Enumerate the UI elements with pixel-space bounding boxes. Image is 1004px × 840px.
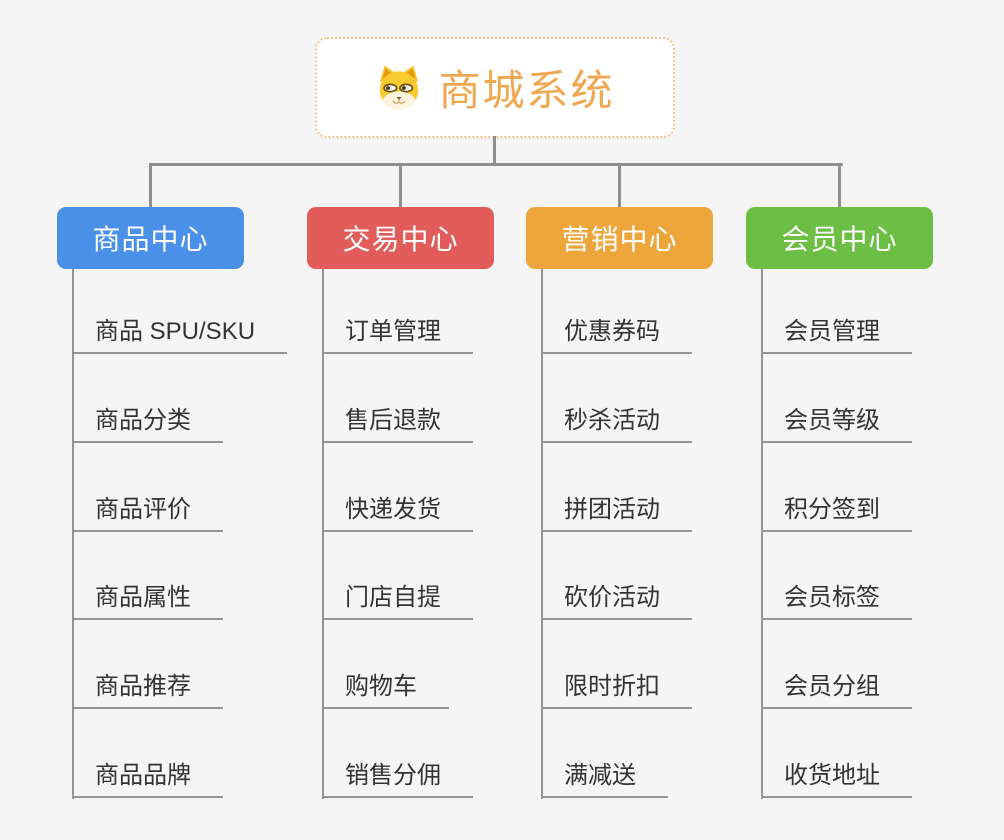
sub-topic-item[interactable]: 限时折扣 <box>541 673 692 709</box>
branch-product-center: 商品中心 商品 SPU/SKU 商品分类 商品评价 商品属性 商品推荐 商品品牌 <box>57 0 288 840</box>
sub-topic-item[interactable]: 商品品牌 <box>72 762 223 798</box>
sub-topic-item[interactable]: 拼团活动 <box>541 496 692 532</box>
sub-topic-item[interactable]: 商品评价 <box>72 496 223 532</box>
connector-branch-trunk <box>761 269 763 799</box>
sub-topic-item[interactable]: 会员等级 <box>761 407 912 443</box>
connector-branch-drop <box>399 163 402 208</box>
connector-branch-trunk <box>72 269 74 799</box>
sub-topic-item[interactable]: 秒杀活动 <box>541 407 692 443</box>
branch-topic-member[interactable]: 会员中心 <box>746 207 933 269</box>
doge-face-icon <box>375 64 423 112</box>
sub-topic-item[interactable]: 商品推荐 <box>72 673 223 709</box>
branch-trade-center: 交易中心 订单管理 售后退款 快递发货 门店自提 购物车 销售分佣 <box>307 0 537 840</box>
connector-branch-trunk <box>541 269 543 799</box>
sub-topic-item[interactable]: 销售分佣 <box>322 762 473 798</box>
root-topic[interactable]: 商城系统 <box>315 37 675 138</box>
sub-topic-item[interactable]: 会员标签 <box>761 584 912 620</box>
branch-topic-product[interactable]: 商品中心 <box>57 207 244 269</box>
connector-branch-drop <box>838 163 841 208</box>
sub-topic-item[interactable]: 售后退款 <box>322 407 473 443</box>
connector-root-drop <box>493 136 496 164</box>
sub-topic-item[interactable]: 商品 SPU/SKU <box>72 318 288 354</box>
sub-topic-item[interactable]: 商品分类 <box>72 407 223 443</box>
root-topic-title: 商城系统 <box>438 67 615 114</box>
sub-topic-item[interactable]: 购物车 <box>322 673 449 709</box>
branch-member-center: 会员中心 会员管理 会员等级 积分签到 会员标签 会员分组 收货地址 <box>746 0 976 840</box>
sub-topic-item[interactable]: 会员管理 <box>761 318 912 354</box>
sub-topic-item[interactable]: 订单管理 <box>322 318 473 354</box>
sub-topic-item[interactable]: 满减送 <box>541 762 668 798</box>
branch-topic-trade[interactable]: 交易中心 <box>307 207 494 269</box>
connector-branch-trunk <box>322 269 324 799</box>
connector-branch-drop <box>618 163 621 208</box>
connector-branch-drop <box>149 163 152 208</box>
sub-topic-item[interactable]: 收货地址 <box>761 762 912 798</box>
sub-topic-item[interactable]: 快递发货 <box>322 496 473 532</box>
sub-topic-item[interactable]: 门店自提 <box>322 584 473 620</box>
branch-topic-marketing[interactable]: 营销中心 <box>526 207 713 269</box>
sub-topic-item[interactable]: 商品属性 <box>72 584 223 620</box>
connector-horizontal-line <box>149 163 843 166</box>
sub-topic-item[interactable]: 会员分组 <box>761 673 912 709</box>
branch-marketing-center: 营销中心 优惠券码 秒杀活动 拼团活动 砍价活动 限时折扣 满减送 <box>526 0 756 840</box>
sub-topic-item[interactable]: 积分签到 <box>761 496 912 532</box>
sub-topic-item[interactable]: 砍价活动 <box>541 584 692 620</box>
sub-topic-item[interactable]: 优惠券码 <box>541 318 692 354</box>
